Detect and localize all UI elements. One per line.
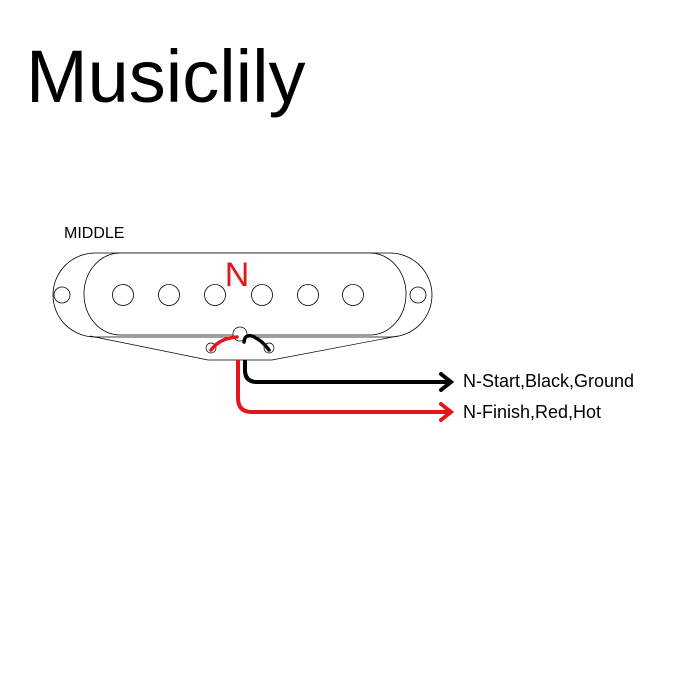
- pole-piece: [158, 284, 180, 306]
- black-lead-short: [242, 333, 271, 352]
- red-wire: [236, 360, 448, 414]
- wire-label-black: N-Start,Black,Ground: [463, 371, 634, 391]
- pole-piece: [251, 284, 273, 306]
- pole-piece: [342, 284, 364, 306]
- brand-logo-text: Musiclily: [26, 35, 306, 118]
- wire-label-red: N-Finish,Red,Hot: [463, 402, 601, 422]
- red-lead-short: [209, 335, 239, 352]
- mounting-hole-left: [53, 286, 71, 304]
- black-wire: [243, 360, 448, 384]
- pole-piece: [112, 284, 134, 306]
- pickup-cover: [83, 252, 407, 336]
- polarity-label: N: [225, 256, 250, 294]
- pole-piece: [297, 284, 319, 306]
- pickup-flange: [52, 252, 433, 338]
- arrow-icon: [439, 372, 455, 392]
- mounting-hole-right: [409, 286, 427, 304]
- arrow-icon: [439, 402, 455, 422]
- pickup-position-label: MIDDLE: [64, 225, 124, 242]
- pole-piece: [204, 284, 226, 306]
